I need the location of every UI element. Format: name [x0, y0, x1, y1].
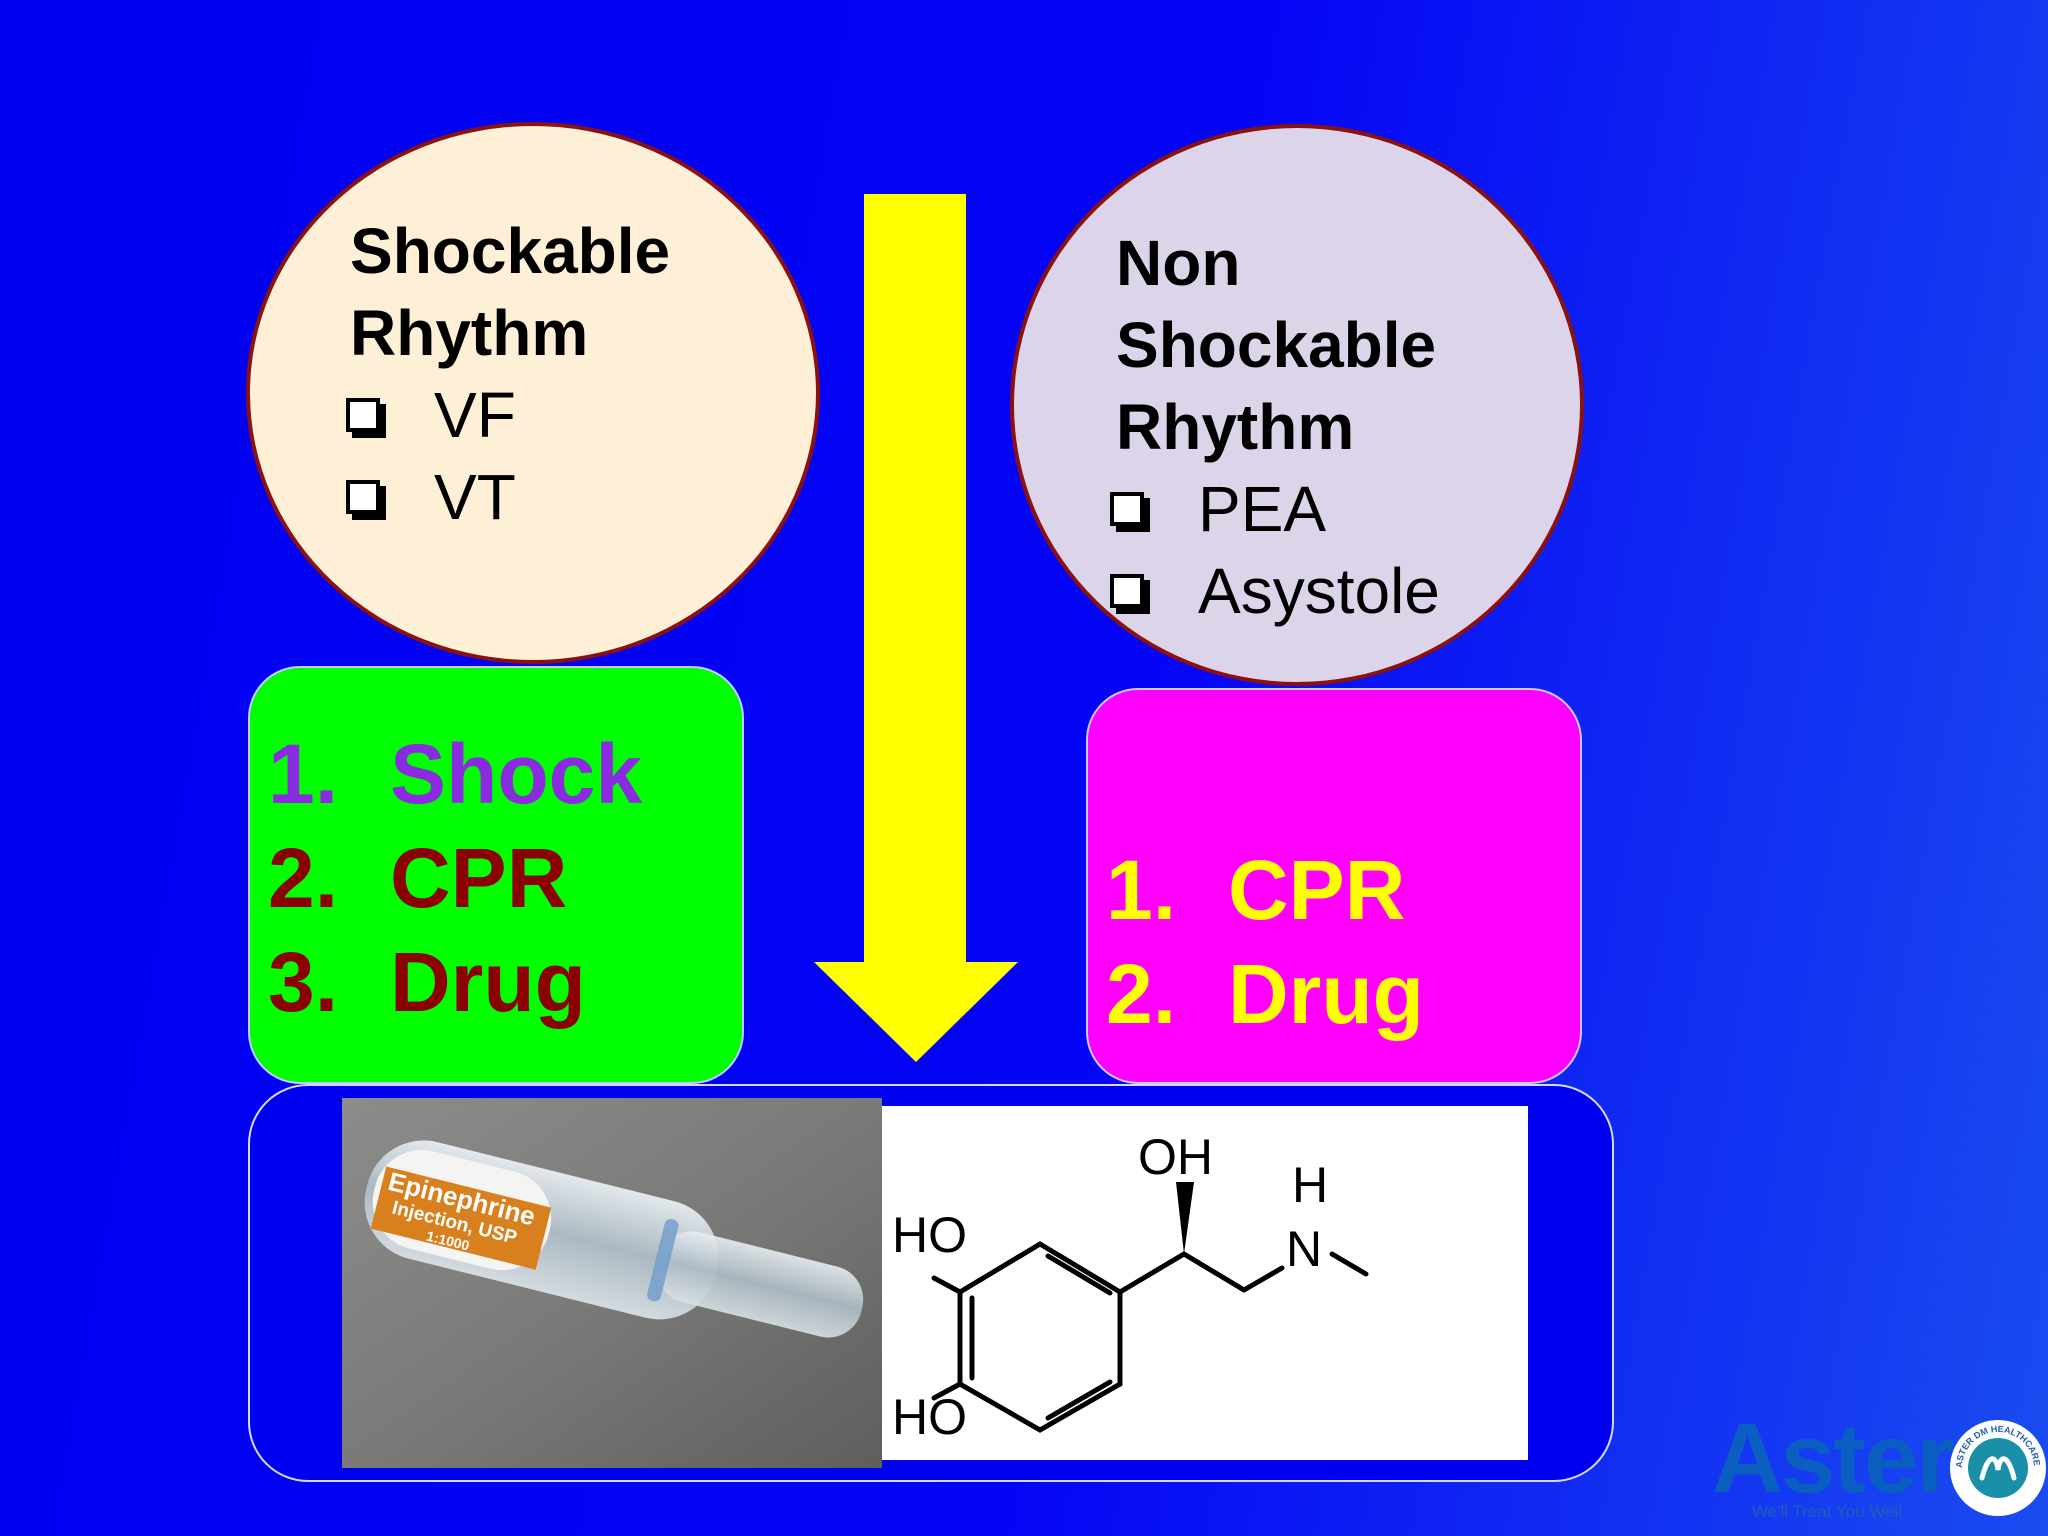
aster-logo-tagline: We'll Treat You Well [1752, 1502, 1903, 1521]
non-shockable-heading-line1: Non [1116, 227, 1241, 299]
step-drug: 2.Drug [1106, 947, 1424, 1041]
checkbox-bullet-icon [346, 480, 380, 514]
rhythm-vt: VT [434, 461, 516, 533]
checkbox-bullet-icon [1110, 574, 1144, 608]
non-shockable-rhythm-circle [1010, 124, 1584, 686]
non-shockable-heading: Non Shockable Rhythm [1116, 222, 1436, 468]
shockable-heading-line2: Rhythm [350, 297, 589, 369]
shockable-steps-list: 1.Shock 2.CPR 3.Drug [268, 722, 642, 1034]
h-label: H [1292, 1157, 1328, 1213]
shockable-steps-box [248, 666, 744, 1084]
list-item: VT [346, 456, 516, 538]
rhythm-pea: PEA [1198, 473, 1327, 545]
aster-seal-icon: ASTER DM HEALTHCARE [1950, 1420, 2046, 1516]
step-drug: 3.Drug [268, 935, 586, 1029]
checkbox-bullet-icon [1110, 492, 1144, 526]
list-item: PEA [1110, 468, 1440, 550]
list-item: Asystole [1110, 550, 1440, 632]
shockable-rhythm-circle [246, 122, 820, 664]
step-cpr: 1.CPR [1106, 843, 1406, 937]
list-item: VF [346, 374, 516, 456]
non-shockable-heading-line2: Shockable [1116, 309, 1437, 381]
ho-lower-label: HO [892, 1389, 967, 1445]
ho-upper-label: HO [892, 1207, 967, 1263]
step-cpr: 2.CPR [268, 831, 568, 925]
down-arrow-icon [814, 194, 1018, 1062]
shockable-heading-line1: Shockable [350, 215, 671, 287]
non-shockable-steps-list: 1.CPR 2.Drug [1106, 838, 1424, 1046]
checkbox-bullet-icon [346, 398, 380, 432]
non-shockable-steps-box [1086, 688, 1582, 1084]
rhythm-vf: VF [434, 379, 516, 451]
epinephrine-ampoule-photo: Epinephrine Injection, USP 1:1000 [342, 1098, 882, 1468]
step-shock: 1.Shock [268, 727, 643, 821]
non-shockable-rhythm-list: PEA Asystole [1110, 468, 1440, 632]
shockable-rhythm-list: VF VT [346, 374, 516, 538]
aster-logo-wordmark: Aster [1712, 1403, 1955, 1513]
rhythm-asystole: Asystole [1198, 555, 1440, 627]
n-label: N [1286, 1221, 1322, 1277]
epinephrine-structure-diagram: OH H N HO HO [882, 1106, 1528, 1460]
non-shockable-heading-line3: Rhythm [1116, 391, 1355, 463]
shockable-heading: Shockable Rhythm [350, 210, 670, 374]
oh-top-label: OH [1138, 1129, 1213, 1185]
